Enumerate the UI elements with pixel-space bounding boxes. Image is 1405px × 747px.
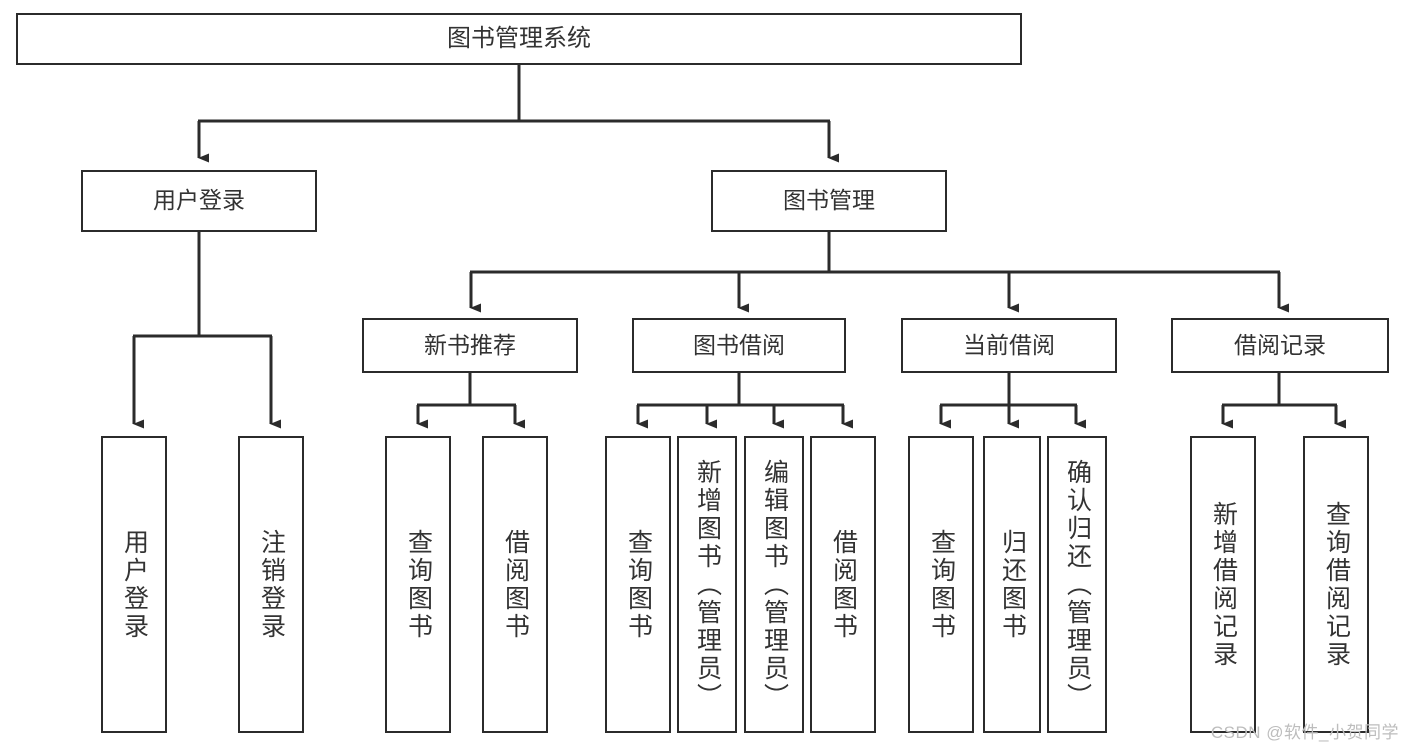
node-leaf-query-book-3-label: 查询图书 — [927, 528, 956, 641]
node-leaf-query-book-3[interactable]: 查询图书 — [908, 436, 974, 733]
node-book-manage[interactable]: 图书管理 — [711, 170, 947, 232]
node-borrow-record[interactable]: 借阅记录 — [1171, 318, 1389, 373]
node-leaf-query-record[interactable]: 查询借阅记录 — [1303, 436, 1369, 733]
node-borrow-record-label: 借阅记录 — [1234, 331, 1326, 358]
node-leaf-query-book-2-label: 查询图书 — [624, 528, 653, 641]
node-leaf-borrow-book-2[interactable]: 借阅图书 — [810, 436, 876, 733]
node-leaf-return-book[interactable]: 归还图书 — [983, 436, 1041, 733]
node-leaf-query-book-1-label: 查询图书 — [404, 528, 433, 641]
node-leaf-query-book-1[interactable]: 查询图书 — [385, 436, 451, 733]
node-leaf-logout[interactable]: 注销登录 — [238, 436, 304, 733]
node-root-label: 图书管理系统 — [447, 24, 591, 52]
node-leaf-borrow-book-1[interactable]: 借阅图书 — [482, 436, 548, 733]
node-leaf-query-book-2[interactable]: 查询图书 — [605, 436, 671, 733]
node-root[interactable]: 图书管理系统 — [16, 13, 1022, 65]
node-leaf-user-login[interactable]: 用户登录 — [101, 436, 167, 733]
node-user-login-label: 用户登录 — [153, 187, 245, 214]
node-new-book-rec[interactable]: 新书推荐 — [362, 318, 578, 373]
node-leaf-borrow-book-2-label: 借阅图书 — [829, 528, 858, 641]
node-leaf-return-book-label: 归还图书 — [998, 528, 1027, 641]
node-leaf-edit-book-admin[interactable]: 编辑图书（管理员） — [744, 436, 804, 733]
node-leaf-borrow-book-1-label: 借阅图书 — [501, 528, 530, 641]
node-leaf-edit-book-admin-label: 编辑图书（管理员） — [760, 458, 789, 711]
node-leaf-add-book-admin-label: 新增图书（管理员） — [693, 458, 722, 711]
node-leaf-add-record-label: 新增借阅记录 — [1209, 500, 1238, 669]
node-new-book-rec-label: 新书推荐 — [424, 331, 516, 358]
node-leaf-confirm-return-admin-label: 确认归还（管理员） — [1063, 458, 1092, 711]
node-book-manage-label: 图书管理 — [783, 187, 875, 214]
node-book-borrow-label: 图书借阅 — [693, 331, 785, 358]
node-leaf-add-book-admin[interactable]: 新增图书（管理员） — [677, 436, 737, 733]
node-leaf-add-record[interactable]: 新增借阅记录 — [1190, 436, 1256, 733]
node-leaf-query-record-label: 查询借阅记录 — [1322, 500, 1351, 669]
node-leaf-confirm-return-admin[interactable]: 确认归还（管理员） — [1047, 436, 1107, 733]
node-current-borrow[interactable]: 当前借阅 — [901, 318, 1117, 373]
csdn-watermark: CSDN @软件_小贺同学 — [1210, 723, 1399, 742]
node-user-login[interactable]: 用户登录 — [81, 170, 317, 232]
node-current-borrow-label: 当前借阅 — [963, 331, 1055, 358]
node-leaf-user-login-label: 用户登录 — [120, 528, 149, 641]
node-leaf-logout-label: 注销登录 — [257, 528, 286, 641]
node-book-borrow[interactable]: 图书借阅 — [632, 318, 846, 373]
